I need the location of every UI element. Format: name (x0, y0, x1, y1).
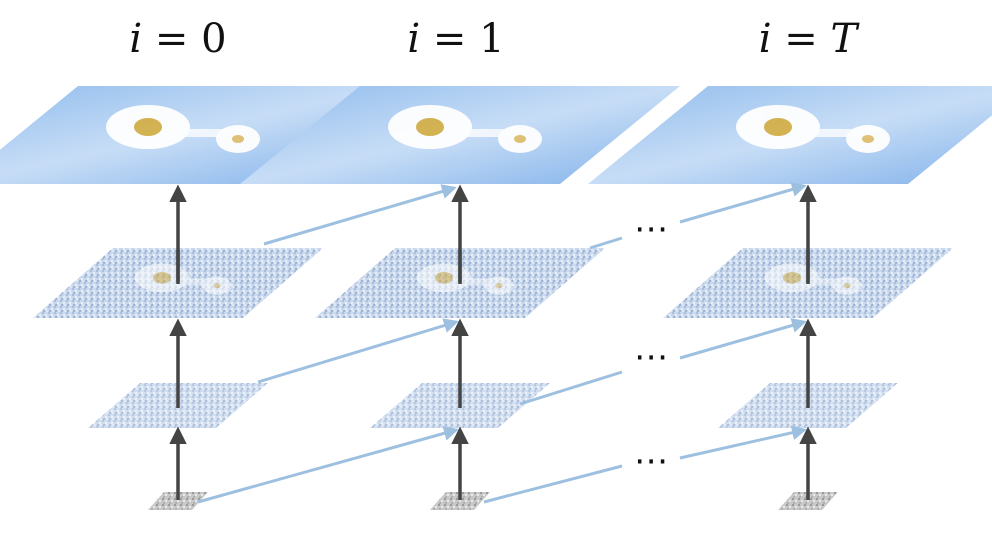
column-label-value: T (831, 16, 861, 62)
plane-col2-layer0 (588, 86, 992, 184)
column-label-0: i = 0 (129, 16, 226, 62)
plane-col1-layer0 (240, 86, 680, 184)
column-label-variable: i (129, 16, 142, 62)
ellipsis-1: ⋯ (634, 337, 670, 377)
column-label-variable: i (759, 16, 772, 62)
column-label-value: 1 (479, 16, 504, 62)
cross-arrow (679, 318, 807, 360)
plane-col0-layer3 (148, 492, 208, 510)
column-label-equals: = (142, 16, 201, 62)
column-label-2: i = T (759, 16, 861, 62)
flower-icon (736, 105, 890, 153)
cross-arrow (257, 318, 459, 384)
plane-col2-layer3 (778, 492, 838, 510)
flower-icon (388, 105, 542, 153)
plane-surface (778, 492, 838, 510)
cross-arrow (197, 426, 459, 504)
ellipsis-0: ⋯ (634, 441, 670, 481)
arrows (169, 182, 817, 504)
cross-arrow (679, 182, 807, 224)
flower-icon (764, 263, 862, 295)
plane-col1-layer3 (430, 492, 490, 510)
image-planes (0, 86, 992, 510)
flower-icon (106, 105, 260, 153)
cross-arrow (483, 464, 623, 504)
column-label-equals: = (420, 16, 479, 62)
cross-arrow (589, 236, 623, 250)
flower-icon (134, 263, 232, 295)
cross-arrow (519, 370, 623, 406)
column-label-1: i = 1 (407, 16, 504, 62)
cross-arrow (263, 184, 457, 246)
ellipses: ⋯ ⋯ ⋯ (634, 209, 670, 481)
column-label-equals: = (772, 16, 831, 62)
plane-surface (148, 492, 208, 510)
column-label-variable: i (407, 16, 420, 62)
column-label-value: 0 (201, 16, 226, 62)
plane-surface (430, 492, 490, 510)
flower-icon (416, 263, 514, 295)
ellipsis-2: ⋯ (634, 209, 670, 249)
cross-arrow (679, 425, 807, 460)
